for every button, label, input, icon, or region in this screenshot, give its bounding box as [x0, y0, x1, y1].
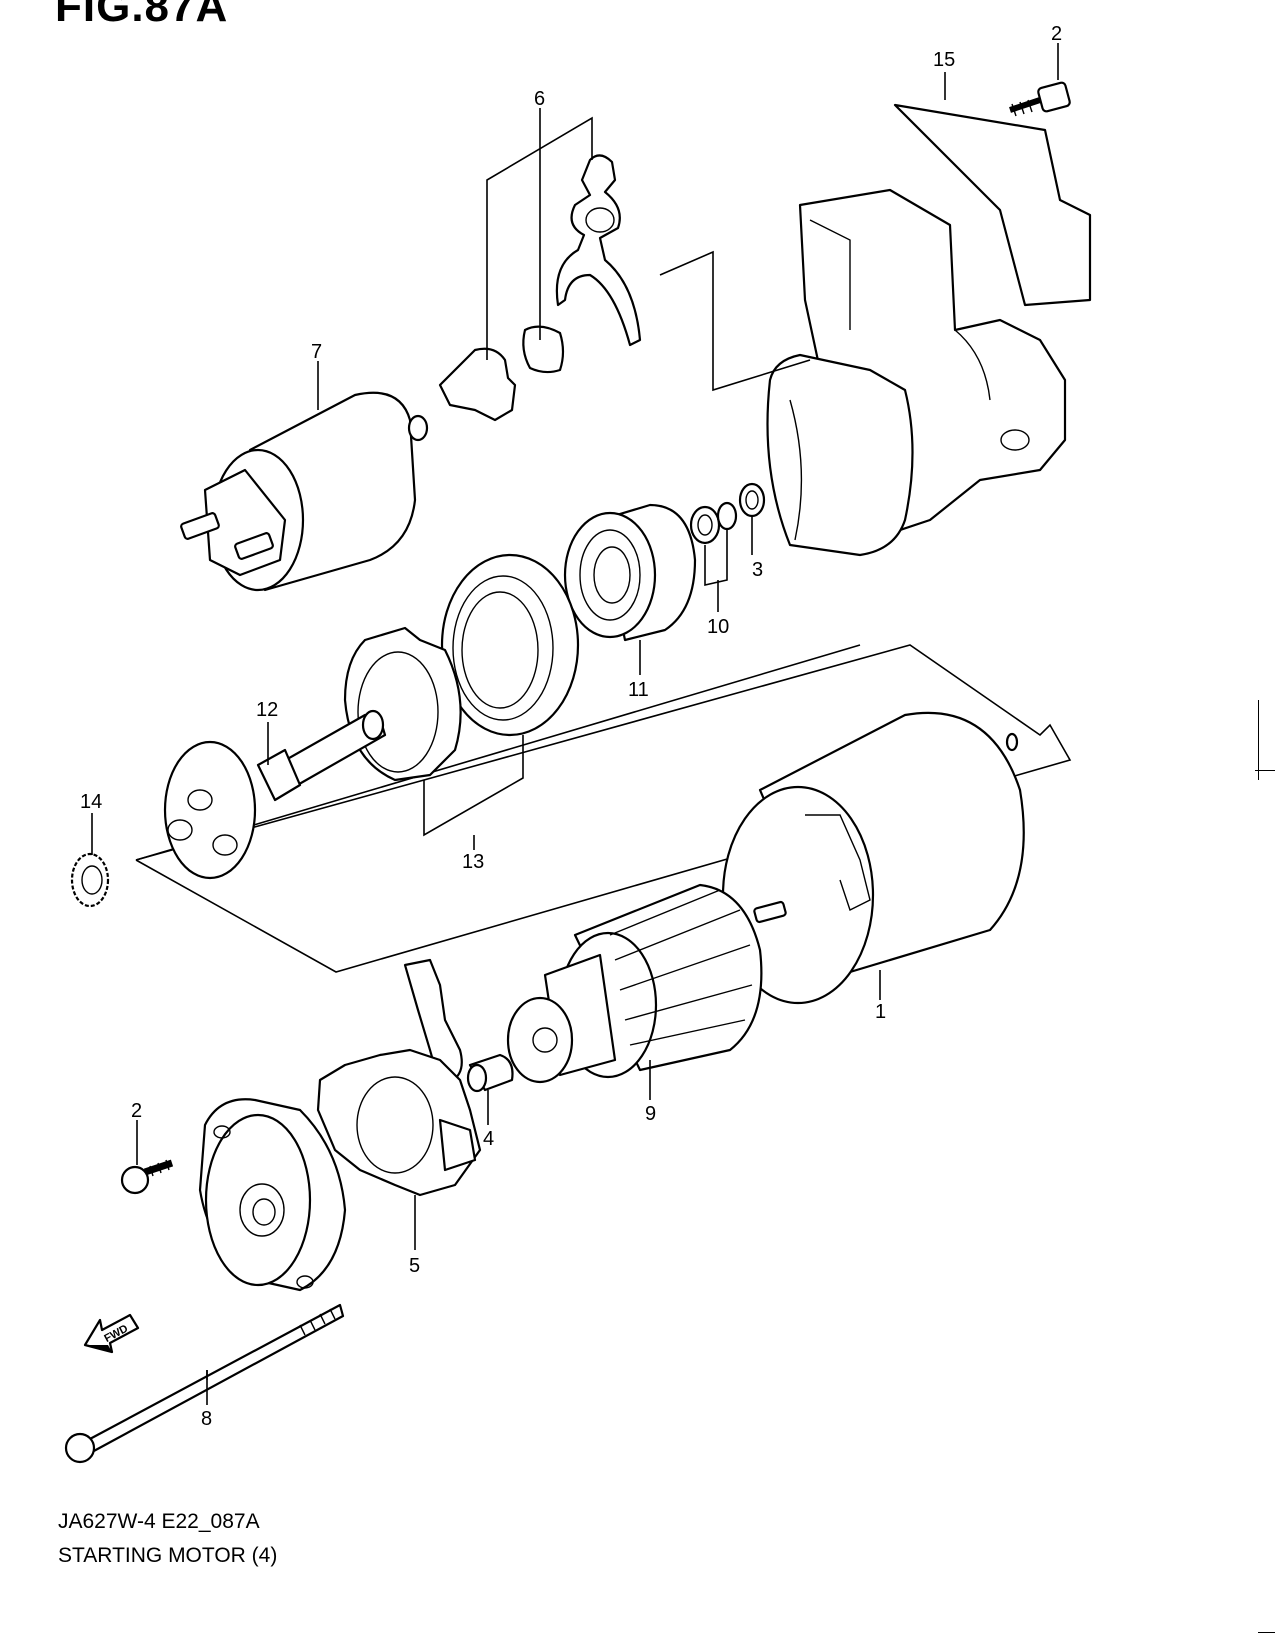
part-2-bolt-bottom[interactable]: [120, 1159, 174, 1195]
callout-2-top: 2: [1051, 23, 1062, 45]
right-edge-tick: [1258, 700, 1259, 780]
part-6-shift-lever[interactable]: [438, 154, 642, 422]
callout-5: 5: [409, 1255, 420, 1277]
part-1-yoke[interactable]: [721, 711, 1025, 1005]
callout-10: 10: [707, 616, 729, 638]
part-4-bushing[interactable]: [466, 1053, 514, 1093]
callout-11: 11: [628, 679, 649, 701]
part-9-armature[interactable]: [506, 883, 787, 1084]
fwd-label: FWD: [102, 1323, 130, 1345]
drawing-caption: STARTING MOTOR (4): [58, 1544, 278, 1567]
callout-numbers: 2 15 6 7 3 10 11 12 14 13 1 9 4 2 5 8: [80, 23, 1062, 1430]
part-10-washer-set[interactable]: [689, 501, 738, 545]
figure-title: FIG.87A: [55, 0, 229, 31]
callout-3: 3: [752, 559, 763, 581]
callout-9: 9: [645, 1103, 656, 1125]
fwd-arrow-icon: FWD: [83, 1313, 140, 1354]
part-7-solenoid[interactable]: [180, 391, 429, 592]
leader-lines: [91, 43, 1059, 1405]
bottom-right-tick: [1258, 1632, 1275, 1633]
drawing-code: JA627W-4 E22_087A: [58, 1510, 260, 1533]
group-bracket-assembly: [135, 644, 1072, 973]
part-12-planetary-shaft[interactable]: [163, 709, 387, 880]
part-2-bolt-top[interactable]: [1009, 81, 1071, 117]
part-3-bushing[interactable]: [738, 482, 766, 518]
right-edge-tick-horizontal: [1255, 770, 1275, 771]
part-11-clutch[interactable]: [563, 503, 697, 642]
part-14-planet-gear[interactable]: [70, 852, 110, 908]
callout-15: 15: [933, 49, 955, 71]
callout-4: 4: [483, 1128, 494, 1150]
callout-2-bottom: 2: [131, 1100, 142, 1122]
callout-12: 12: [256, 699, 278, 721]
part-15-front-housing[interactable]: [766, 103, 1092, 557]
callout-1: 1: [875, 1001, 886, 1023]
part-5-brush-holder[interactable]: [316, 958, 482, 1197]
callout-13: 13: [462, 851, 484, 873]
callout-8: 8: [201, 1408, 212, 1430]
callout-7: 7: [311, 341, 322, 363]
callout-6: 6: [534, 88, 545, 110]
callout-14: 14: [80, 791, 102, 813]
part-8-through-bolt[interactable]: [64, 1303, 345, 1464]
part-rear-end-frame[interactable]: [198, 1098, 347, 1292]
